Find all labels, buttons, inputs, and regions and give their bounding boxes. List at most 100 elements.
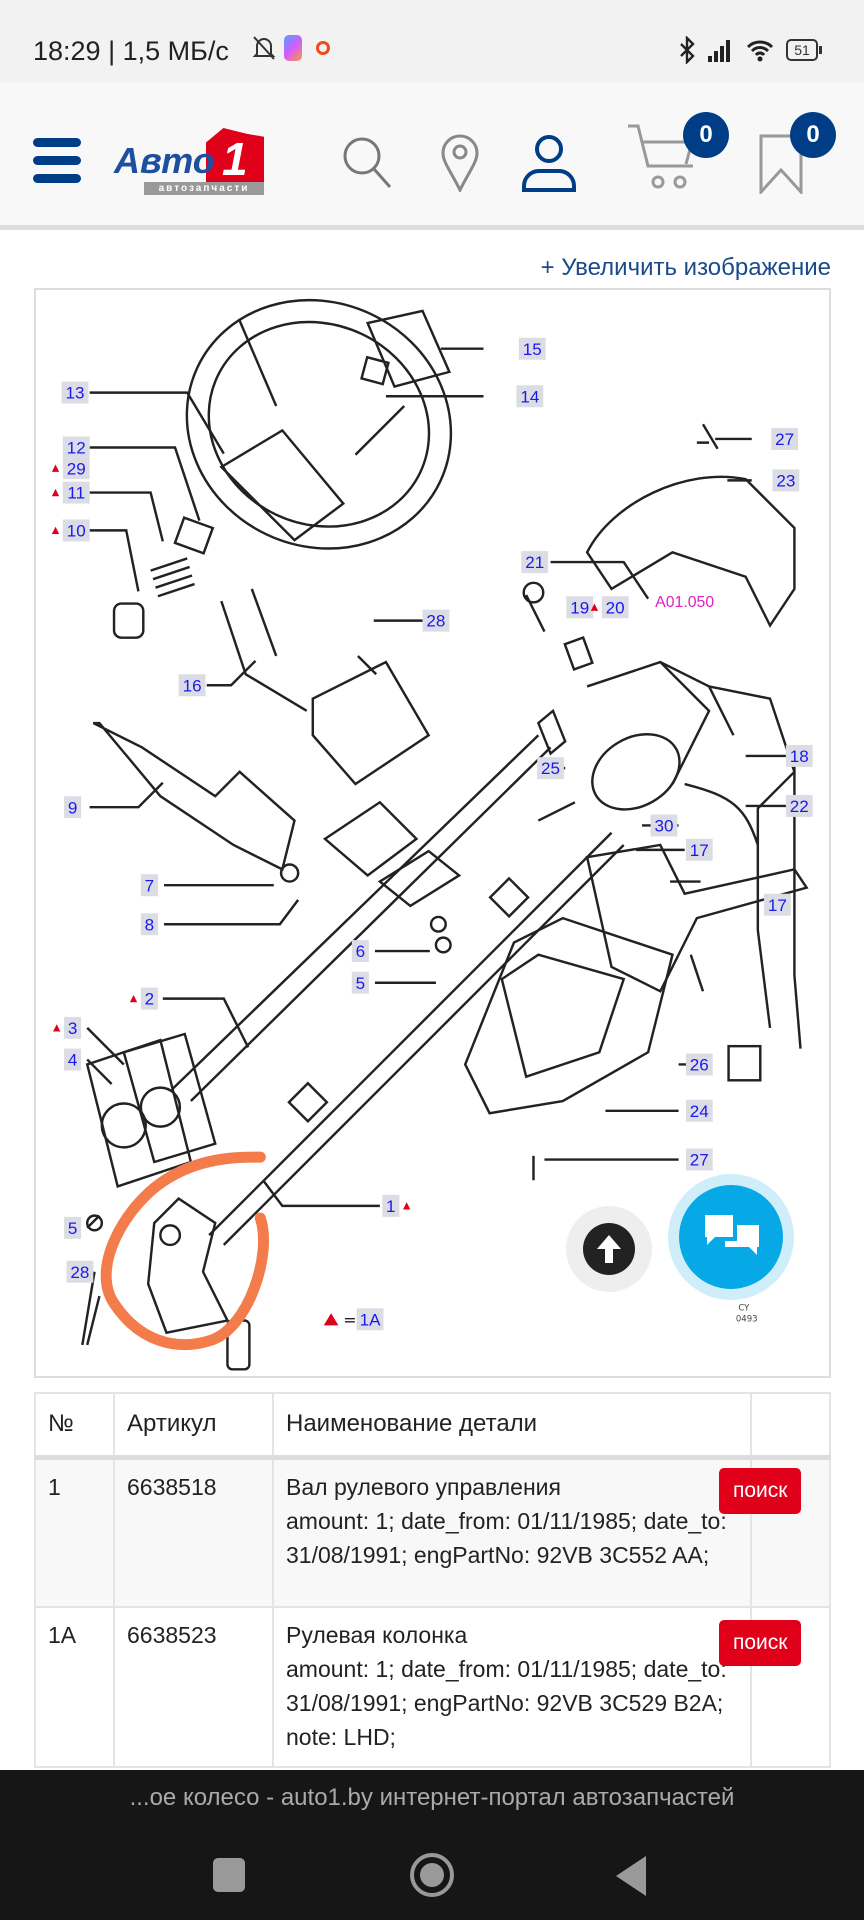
part-label-2[interactable]: 2 — [129, 987, 158, 1010]
part-label-27[interactable]: 27 — [771, 427, 799, 450]
home-button[interactable] — [410, 1853, 454, 1897]
part-label-5[interactable]: 5 — [351, 971, 369, 994]
part-label-12[interactable]: 12 — [62, 436, 90, 459]
label-box — [763, 893, 791, 916]
part-label-9[interactable]: 9 — [64, 796, 82, 819]
part-label-11[interactable]: 11 — [51, 481, 90, 504]
triangle-marker-icon — [51, 526, 60, 535]
part-label-21[interactable]: 21 — [521, 551, 549, 574]
label-box — [64, 1048, 82, 1071]
part-label-17[interactable]: 17 — [763, 893, 791, 916]
scroll-to-top-button[interactable] — [566, 1206, 652, 1292]
status-time: 18:29 | 1,5 МБ/с — [33, 36, 229, 66]
label-text: 11 — [67, 484, 85, 503]
part-label-10[interactable]: 10 — [51, 519, 90, 542]
part-label-17[interactable]: 17 — [685, 838, 713, 861]
label-text: 7 — [145, 876, 155, 895]
part-label-24[interactable]: 24 — [685, 1099, 713, 1122]
orange-highlight-circle — [100, 1151, 269, 1351]
label-box — [422, 609, 450, 632]
label-text: 17 — [690, 841, 709, 860]
part-label-5[interactable]: 5 — [64, 1216, 82, 1239]
label-text: 3 — [68, 1019, 78, 1038]
chat-button[interactable] — [668, 1174, 794, 1300]
label-text: 9 — [68, 798, 78, 817]
part-label-8[interactable]: 8 — [140, 913, 158, 936]
site-header: Авто 1 автозапчасти 0 0 — [0, 82, 864, 230]
label-text: 26 — [690, 1056, 709, 1075]
label-box — [382, 1194, 400, 1217]
label-text: 5 — [68, 1219, 78, 1238]
logo[interactable]: Авто 1 автозапчасти — [114, 128, 270, 195]
label-text: 23 — [776, 471, 795, 490]
part-label-23[interactable]: 23 — [772, 469, 800, 492]
recents-button[interactable] — [213, 1858, 245, 1892]
part-label-1A[interactable]: 1A — [356, 1308, 384, 1331]
cart-count-badge: 0 — [683, 112, 729, 158]
part-label-28[interactable]: 28 — [422, 609, 450, 632]
label-text: 13 — [66, 384, 85, 403]
enlarge-image-link[interactable]: + Увеличить изображение — [540, 254, 831, 281]
part-label-26[interactable]: 26 — [685, 1053, 713, 1076]
part-label-29[interactable]: 29 — [51, 457, 90, 480]
label-box — [351, 971, 369, 994]
part-label-27[interactable]: 27 — [685, 1148, 713, 1171]
triangle-marker-icon — [51, 488, 60, 497]
legend-equals: = — [343, 1310, 356, 1329]
part-label-22[interactable]: 22 — [785, 794, 813, 817]
code-bottom: 0493 — [736, 1315, 758, 1325]
row-article[interactable]: 6638523 — [113, 1606, 274, 1768]
browser-bottom-bar: ...ое колесо - auto1.by интернет-портал … — [0, 1770, 864, 1920]
label-text: 16 — [183, 676, 202, 695]
location-pin-icon[interactable] — [440, 134, 480, 192]
label-box — [537, 757, 564, 780]
label-text: 6 — [356, 942, 366, 961]
search-part-button[interactable]: поиск — [719, 1620, 802, 1666]
label-box — [785, 794, 813, 817]
part-label-15[interactable]: 15 — [518, 337, 546, 360]
label-box — [685, 1053, 713, 1076]
menu-button[interactable] — [33, 138, 81, 183]
part-label-1[interactable]: 1 — [382, 1194, 411, 1217]
part-label-A01.050[interactable]: A01.050 — [655, 594, 714, 611]
bookmark-icon[interactable] — [758, 132, 806, 194]
col-action — [750, 1392, 831, 1460]
status-bar: 18:29 | 1,5 МБ/с 51 — [0, 0, 864, 82]
part-label-7[interactable]: 7 — [140, 874, 158, 897]
part-label-18[interactable]: 18 — [785, 744, 813, 767]
part-label-3[interactable]: 3 — [53, 1016, 82, 1039]
part-label-16[interactable]: 16 — [178, 674, 206, 697]
part-label-28[interactable]: 28 — [66, 1260, 94, 1283]
code-top: CY — [738, 1304, 750, 1314]
user-account-icon[interactable] — [520, 134, 578, 192]
part-label-13[interactable]: 13 — [61, 381, 89, 404]
part-label-30[interactable]: 30 — [650, 814, 678, 837]
label-box — [66, 1260, 94, 1283]
part-label-6[interactable]: 6 — [351, 940, 369, 963]
part-label-20[interactable]: 20 — [590, 596, 629, 619]
search-icon[interactable] — [340, 134, 394, 190]
triangle-marker-icon — [403, 1202, 411, 1210]
part-label-4[interactable]: 4 — [64, 1048, 82, 1071]
label-box — [356, 1308, 384, 1331]
search-part-button[interactable]: поиск — [719, 1468, 802, 1514]
label-text: A01.050 — [655, 594, 714, 611]
mute-bell-icon — [252, 36, 276, 60]
page-title: ...ое колесо - auto1.by интернет-портал … — [129, 1784, 735, 1811]
table-header: № Артикул Наименование детали — [34, 1392, 831, 1460]
label-box — [61, 381, 89, 404]
part-label-25[interactable]: 25 — [537, 757, 564, 780]
part-label-14[interactable]: 14 — [516, 385, 544, 408]
back-button[interactable] — [616, 1856, 646, 1896]
label-box — [64, 1216, 82, 1239]
label-text: 18 — [790, 747, 809, 766]
part-label-19[interactable]: 19 — [566, 596, 594, 619]
row-article[interactable]: 6638518 — [113, 1456, 274, 1608]
row-no: 1A — [34, 1606, 115, 1768]
col-no: № — [34, 1392, 115, 1460]
label-text: 22 — [790, 797, 809, 816]
label-text: 5 — [356, 974, 366, 993]
app-icon — [284, 35, 302, 61]
